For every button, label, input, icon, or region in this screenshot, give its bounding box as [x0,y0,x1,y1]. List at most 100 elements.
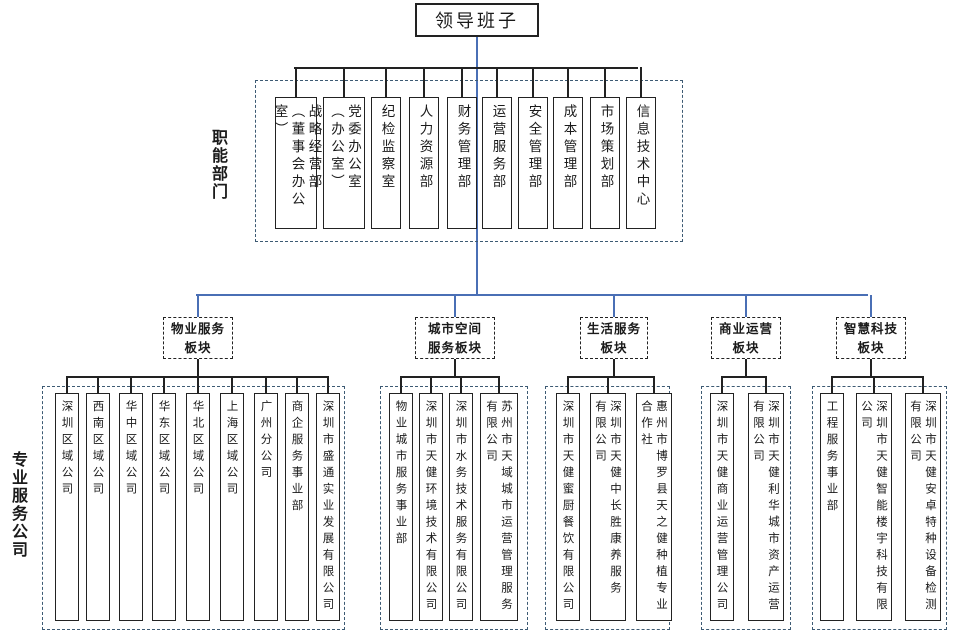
department-connector [567,67,569,97]
unit-box[interactable]: 深圳市天健环境技术有限公司 [419,393,443,621]
unit-label: 惠州市博罗县天之健种植专业 合作社 [640,400,669,615]
professional-group-label: 专业服务公司 [9,451,28,559]
unit-connector [498,376,500,393]
department-box[interactable]: 党委办公室 （办公室） [323,97,365,229]
main-trunk-connector [476,37,478,295]
unit-connector [130,376,132,393]
unit-box[interactable]: 广州分公司 [254,393,278,621]
board-drop-connector [197,295,199,317]
functional-group-label: 职能部门 [209,129,228,201]
department-box[interactable]: 财务管理部 [447,97,477,229]
department-label: 运营服务部 [489,104,506,192]
unit-box[interactable]: 上海区域公司 [220,393,244,621]
unit-box[interactable]: 深圳市天健中长胜康养服务 有限公司 [590,393,626,621]
unit-connector [873,376,875,393]
unit-box[interactable]: 深圳市天健安卓特种设备检测 有限公司 [905,393,941,621]
department-connector [496,67,498,97]
unit-box[interactable]: 深圳市天健商业运营管理公司 [710,393,734,621]
unit-connector [831,376,833,393]
unit-box[interactable]: 苏州市天域城市运营管理服务 有限公司 [480,393,518,621]
department-connector [295,67,297,97]
department-connector [604,67,606,97]
board-drop-connector [870,295,872,317]
unit-box[interactable]: 深圳市盛通实业发展有限公司 [316,393,340,621]
department-label: 党委办公室 （办公室） [328,104,361,192]
unit-connector [922,376,924,393]
department-box[interactable]: 成本管理部 [553,97,583,229]
unit-label: 商企服务事业部 [290,400,305,516]
department-connector [423,67,425,97]
board-unit-group [380,386,528,630]
board-drop-connector [613,295,615,317]
board-label-line2: 板块 [600,340,628,355]
unit-connector [163,376,165,393]
department-box[interactable]: 安全管理部 [518,97,548,229]
unit-label: 深圳区域公司 [60,400,75,499]
unit-label: 广州分公司 [259,400,274,483]
unit-box[interactable]: 商企服务事业部 [285,393,309,621]
unit-label: 物业城市服务事业部 [394,400,409,549]
unit-box[interactable]: 深圳市天健蜜厨餐饮有限公司 [556,393,580,621]
department-box[interactable]: 纪检监察室 [371,97,401,229]
unit-box[interactable]: 西南区域公司 [86,393,110,621]
board-label-line2: 板块 [857,340,885,355]
unit-connector [296,376,298,393]
board-label-line1: 商业运营 [718,321,773,336]
unit-box[interactable]: 惠州市博罗县天之健种植专业 合作社 [636,393,672,621]
unit-box[interactable]: 深圳市天健智能楼宇科技有限 公司 [856,393,892,621]
board-box[interactable]: 商业运营板块 [711,317,781,359]
unit-label: 上海区域公司 [225,400,240,499]
unit-box[interactable]: 深圳区域公司 [55,393,79,621]
unit-connector [765,376,767,393]
unit-label: 深圳市天健利华城市资产运营 有限公司 [752,400,781,615]
unit-connector [567,376,569,393]
unit-label: 工程服务事业部 [825,400,840,516]
department-label: 安全管理部 [525,104,542,192]
board-label-line1: 智慧科技 [843,321,898,336]
department-box[interactable]: 运营服务部 [482,97,512,229]
unit-box[interactable]: 物业城市服务事业部 [389,393,413,621]
board-label-line2: 板块 [732,340,760,355]
board-unit-group [701,386,791,630]
unit-trunk-connector [454,359,456,376]
board-label-line1: 物业服务 [170,321,225,336]
unit-label: 深圳市天健蜜厨餐饮有限公司 [561,400,576,615]
unit-box[interactable]: 深圳市天健利华城市资产运营 有限公司 [748,393,784,621]
department-box[interactable]: 战略经营部 （董事会办公室） [272,97,322,229]
department-box[interactable]: 信息技术中心 [626,97,656,229]
board-box[interactable]: 物业服务板块 [163,317,233,359]
leadership-label: 领导班子 [435,11,519,32]
unit-label: 西南区域公司 [91,400,106,499]
board-connector-bar [196,294,868,296]
unit-box[interactable]: 华北区域公司 [186,393,210,621]
board-label-line2: 板块 [184,340,212,355]
unit-connector-bar [832,376,923,378]
department-box[interactable]: 市场策划部 [590,97,620,229]
board-box[interactable]: 智慧科技板块 [836,317,906,359]
functional-connector-bar [294,67,638,69]
unit-box[interactable]: 工程服务事业部 [820,393,844,621]
unit-label: 深圳市天健智能楼宇科技有限 公司 [860,400,889,615]
board-label-line1: 生活服务 [586,321,641,336]
department-box[interactable]: 人力资源部 [409,97,439,229]
leadership-box[interactable]: 领导班子 [415,3,539,37]
board-drop-connector [745,295,747,317]
board-box[interactable]: 生活服务板块 [580,317,648,359]
unit-label: 深圳市天健商业运营管理公司 [715,400,730,615]
unit-box[interactable]: 华东区域公司 [152,393,176,621]
unit-box[interactable]: 深圳市水务技术服务有限公司 [449,393,473,621]
department-label: 信息技术中心 [633,104,650,209]
unit-box[interactable]: 华中区域公司 [119,393,143,621]
unit-connector [721,376,723,393]
department-label: 战略经营部 （董事会办公室） [271,104,322,209]
department-connector [640,67,642,97]
board-label-line2: 服务板块 [427,340,482,355]
board-box[interactable]: 城市空间服务板块 [415,317,495,359]
department-label: 成本管理部 [560,104,577,192]
unit-trunk-connector [197,359,199,376]
department-label: 人力资源部 [416,104,433,192]
unit-connector [653,376,655,393]
board-unit-group [812,386,947,630]
board-label-line1: 城市空间 [427,321,482,336]
unit-label: 深圳市盛通实业发展有限公司 [321,400,336,615]
